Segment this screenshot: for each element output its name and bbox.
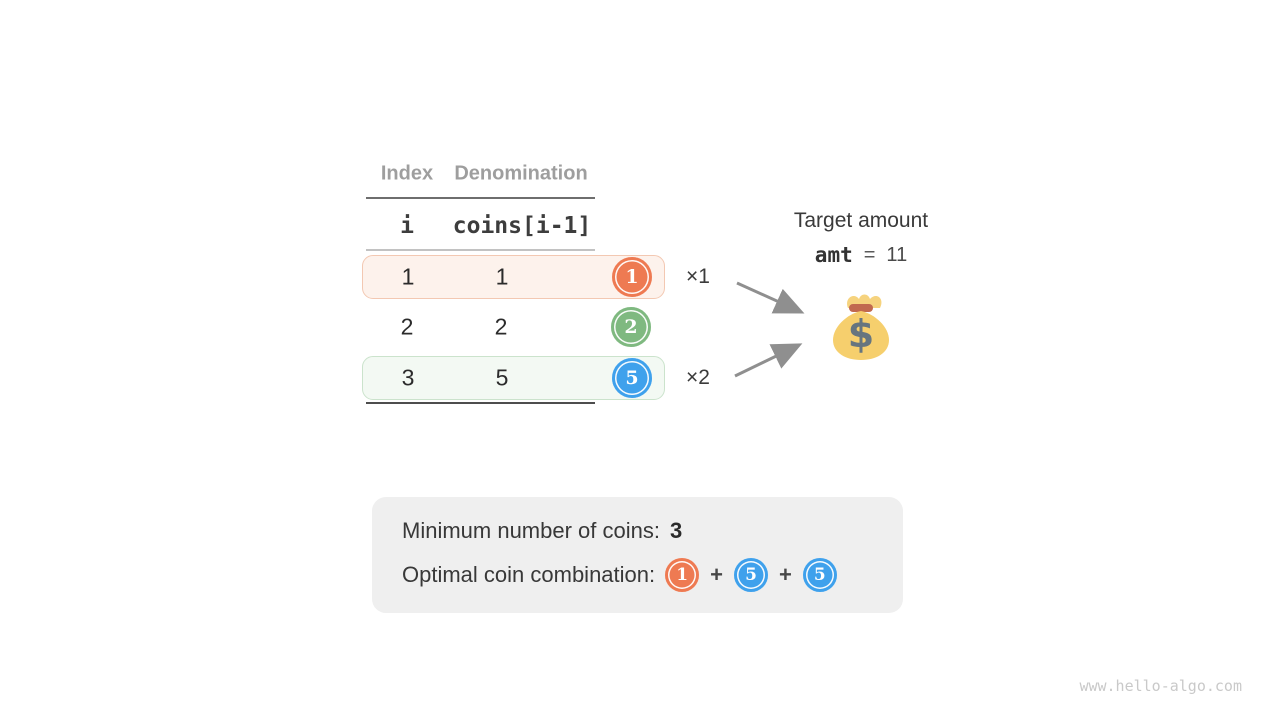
min-coins-line: Minimum number of coins: 3 <box>402 518 682 544</box>
plus-sign: + <box>778 562 792 587</box>
table-rule-top <box>366 197 595 199</box>
arrows-to-target <box>734 281 805 378</box>
arrow-coin5-icon <box>734 343 803 378</box>
cell-denomination: 5 <box>495 364 509 391</box>
plus-sign: + <box>710 562 723 587</box>
result-summary-panel: Minimum number of coins: 3 Optimal coin … <box>372 497 903 613</box>
coin-icon: 1 <box>665 558 700 592</box>
combination-label: Optimal coin combination: <box>402 562 656 587</box>
money-bag-icon: $ <box>833 294 889 360</box>
multiplier-times-1: ×1 <box>686 265 710 288</box>
var-header-coins: coins[i-1] <box>452 213 592 239</box>
coin-icon: 2 <box>611 307 651 347</box>
column-header-denomination: Denomination <box>454 162 588 185</box>
table-row: 1 1 1 <box>362 255 665 299</box>
cell-denomination: 2 <box>494 313 508 340</box>
cell-denomination: 1 <box>495 263 509 290</box>
equals-sign: = <box>863 243 876 266</box>
coin-icon: 5 <box>612 358 652 398</box>
table-row: 2 2 2 <box>362 305 665 349</box>
amt-value: 11 <box>886 243 908 266</box>
target-amount-expression: amt = 11 <box>815 243 907 267</box>
var-header-i: i <box>400 213 414 239</box>
cell-index: 2 <box>400 313 414 340</box>
amt-variable: amt <box>814 243 853 267</box>
table-row: 3 5 5 <box>362 356 665 400</box>
arrow-coin1-icon <box>736 281 805 314</box>
column-header-index: Index <box>380 162 434 185</box>
watermark: www.hello-algo.com <box>1079 677 1242 695</box>
table-rule-middle <box>366 249 595 251</box>
cell-index: 3 <box>401 364 415 391</box>
min-coins-label: Minimum number of coins: <box>402 518 660 543</box>
coin-icon: 1 <box>612 257 652 297</box>
coin-icon: 5 <box>802 558 837 592</box>
table-rule-bottom <box>366 402 595 404</box>
dollar-sign: $ <box>848 312 874 356</box>
coin-icon: 5 <box>733 558 768 592</box>
cell-index: 1 <box>401 263 415 290</box>
combination-line: Optimal coin combination: 1 + 5 + 5 <box>402 558 837 592</box>
coin-combination: 1 + 5 + 5 <box>665 558 837 592</box>
multiplier-times-2: ×2 <box>686 366 710 389</box>
min-coins-value: 3 <box>669 518 683 543</box>
target-amount-title: Target amount <box>793 209 929 232</box>
